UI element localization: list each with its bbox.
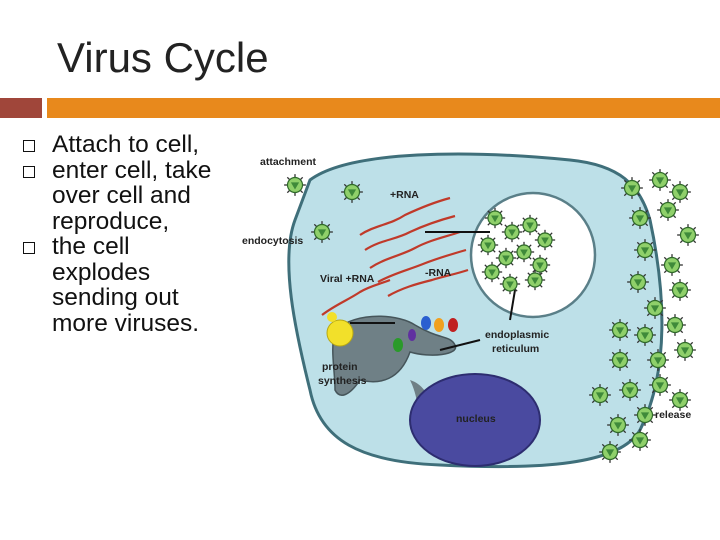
virus-particle-icon: [484, 207, 506, 229]
virus-particles-attaching: [284, 174, 363, 243]
virus-particle-icon: [634, 404, 656, 426]
protein-purple: [408, 329, 416, 341]
virus-particle-icon: [589, 384, 611, 406]
nucleus: [409, 373, 541, 467]
virus-particle-icon: [677, 224, 699, 246]
virus-particles-released: [589, 169, 699, 463]
label-nucleus: nucleus: [456, 413, 496, 425]
virus-particle-icon: [649, 374, 671, 396]
virus-particle-icon: [649, 169, 671, 191]
protein-orange: [434, 318, 444, 332]
virus-particle-icon: [513, 241, 535, 263]
ribosome-yellow: [326, 319, 354, 347]
virus-particle-icon: [674, 339, 696, 361]
bullet-item: the cell explodes sending out more virus…: [20, 234, 250, 336]
bullet-line: Attach to cell,: [52, 131, 200, 158]
checkbox-bullet-icon: [23, 140, 35, 152]
accent-bar-orange: [47, 98, 720, 118]
label-protein: protein: [322, 361, 358, 373]
virus-particle-icon: [644, 297, 666, 319]
virus-particle-icon: [647, 349, 669, 371]
checkbox-bullet-icon: [23, 165, 35, 178]
accent-bar-red: [0, 98, 42, 118]
bullet-line: sending out: [52, 284, 179, 311]
label-release: release: [655, 409, 691, 421]
checkbox-bullet-icon: [23, 242, 35, 254]
rna-strands: [321, 196, 469, 316]
virus-particle-icon: [609, 319, 631, 341]
virus-particle-icon: [495, 247, 517, 269]
bullet-line: over cell and: [52, 182, 191, 209]
virus-particle-icon: [629, 207, 651, 229]
bullet-item: Attach to cell,: [20, 132, 250, 158]
virus-particle-icon: [519, 214, 541, 236]
virus-particle-icon: [501, 221, 523, 243]
virus-particle-icon: [499, 273, 521, 295]
label-reticulum: reticulum: [492, 343, 539, 355]
protein-green: [393, 338, 403, 352]
slide-title: Virus Cycle: [57, 34, 269, 81]
endosome-vesicle: [469, 191, 597, 319]
virus-particle-icon: [284, 174, 306, 196]
virus-particle-icon: [534, 229, 556, 251]
bullet-list: Attach to cell, enter cell, take over ce…: [20, 132, 250, 336]
label-endoplasmic: endoplasmic: [485, 329, 549, 341]
ribosome-small: [327, 312, 337, 322]
virus-particle-icon: [669, 389, 691, 411]
virus-particle-icon: [634, 324, 656, 346]
virus-particle-icon: [609, 349, 631, 371]
virus-particle-icon: [664, 314, 686, 336]
virus-particle-icon: [524, 269, 546, 291]
virus-particles-endosome: [477, 207, 556, 295]
virus-particle-icon: [621, 177, 643, 199]
label-viral-plus-rna: Viral +RNA: [320, 273, 375, 285]
bullet-line: explodes: [52, 258, 151, 286]
virus-cycle-diagram: attachment endocytosis +RNA Viral +RNA -…: [242, 152, 699, 469]
endoplasmic-reticulum: [332, 315, 457, 396]
virus-particle-icon: [599, 441, 621, 463]
bullet-line: reproduce,: [52, 207, 170, 235]
virus-particle-icon: [529, 254, 551, 276]
virus-particle-icon: [629, 429, 651, 451]
bullet-line: the cell: [52, 233, 130, 260]
virus-particle-icon: [311, 221, 333, 243]
virus-particle-icon: [607, 414, 629, 436]
label-minus-rna: -RNA: [425, 267, 452, 279]
virus-particle-icon: [341, 181, 363, 203]
pointer-line-er: [439, 339, 481, 351]
bullet-line: enter cell, take: [52, 156, 212, 184]
virus-particle-icon: [481, 261, 503, 283]
virus-particle-icon: [627, 271, 649, 293]
protein-blue: [421, 316, 431, 330]
virus-particle-icon: [669, 181, 691, 203]
pointer-line-endosome: [509, 289, 516, 321]
label-attachment: attachment: [260, 156, 317, 168]
virus-particle-icon: [634, 239, 656, 261]
virus-particle-icon: [619, 379, 641, 401]
bullet-line: more viruses.: [52, 309, 200, 337]
virus-particle-icon: [477, 234, 499, 256]
label-endocytosis: endocytosis: [242, 235, 303, 247]
virus-particle-icon: [657, 199, 679, 221]
virus-particle-icon: [669, 279, 691, 301]
label-plus-rna: +RNA: [390, 189, 419, 201]
virus-particle-icon: [661, 254, 683, 276]
label-synthesis: synthesis: [318, 375, 367, 387]
protein-red: [448, 318, 458, 332]
bullet-item: enter cell, take over cell and reproduce…: [20, 156, 250, 235]
